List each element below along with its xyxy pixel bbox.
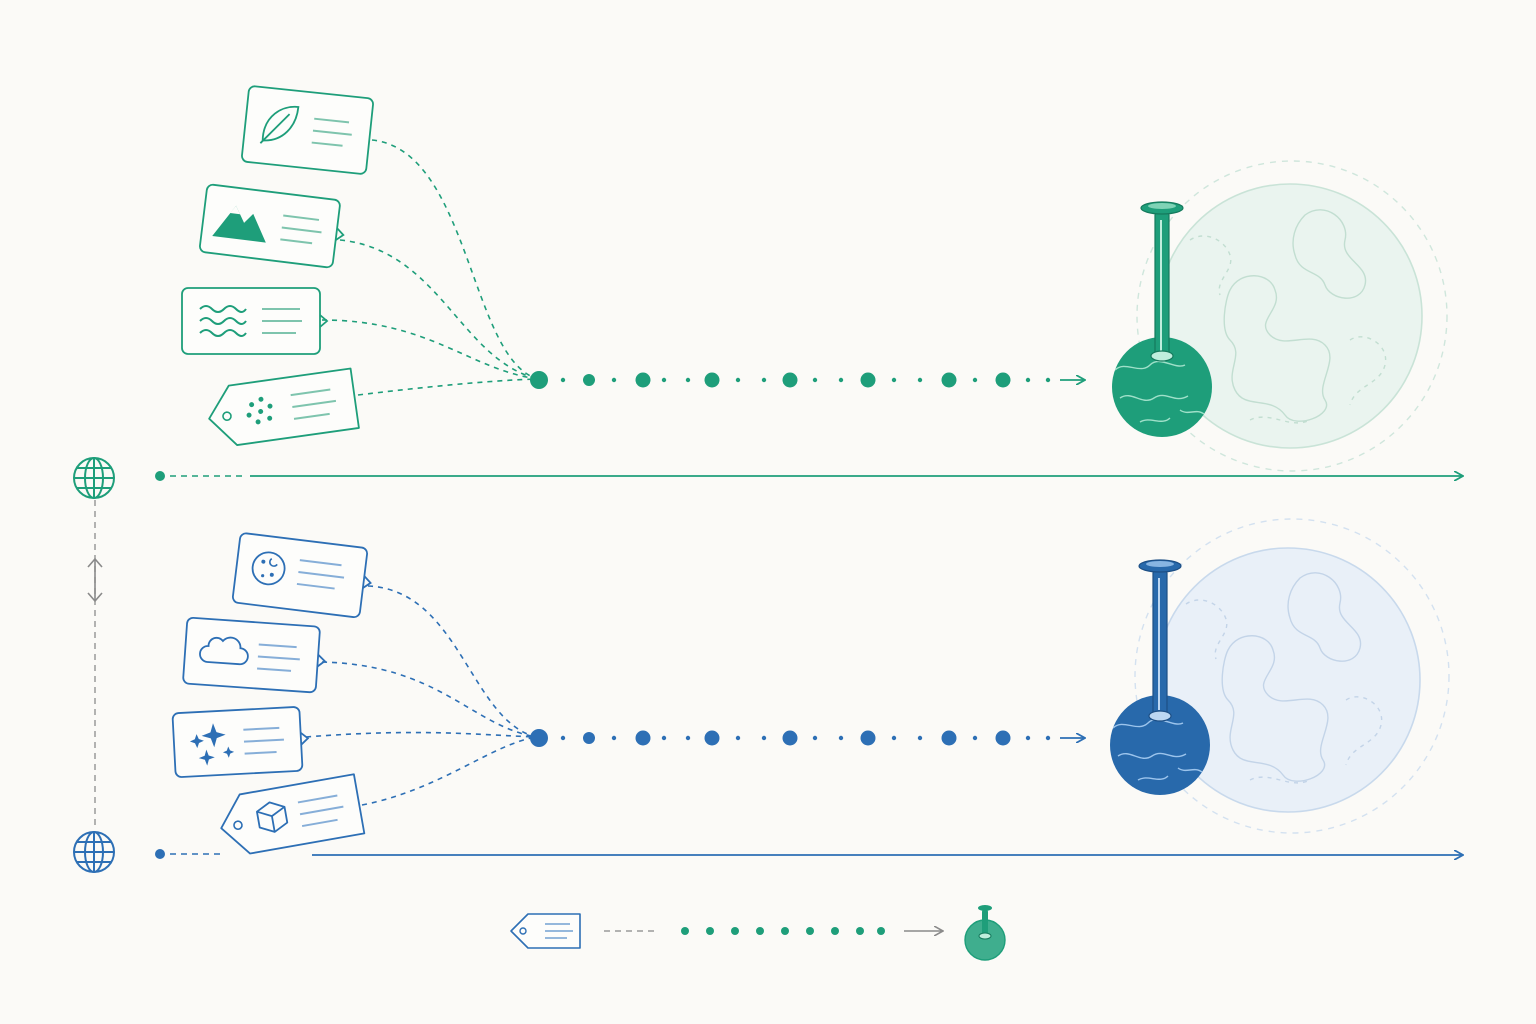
cube-icon	[256, 801, 289, 833]
row-bottom	[73, 518, 1462, 873]
tag-sparkles	[171, 706, 310, 778]
legend-dotted-path	[681, 927, 885, 935]
tag-lines	[290, 388, 337, 420]
row-top	[73, 85, 1462, 499]
tag-cookie	[231, 532, 372, 618]
tag-connectors-bottom	[305, 585, 537, 806]
tag-cube	[220, 773, 366, 855]
tag-connectors-top	[321, 139, 539, 396]
dotted-path-bottom	[530, 729, 1051, 747]
tag-cloud	[182, 616, 327, 694]
timeline-top	[155, 471, 1462, 481]
tag-dots	[208, 367, 360, 446]
tag-lines	[311, 117, 352, 147]
pin-globe-top	[1112, 201, 1212, 437]
pin-globe-bottom	[1110, 559, 1210, 795]
leaf-icon	[259, 105, 300, 144]
mountain-icon	[212, 205, 266, 243]
tag-lines	[296, 559, 345, 590]
tag-lines	[243, 726, 284, 755]
tag-lines	[262, 308, 302, 334]
dots-icon	[246, 396, 273, 425]
pin-icon	[964, 905, 1006, 961]
legend	[510, 905, 1006, 961]
tag-waves	[181, 287, 329, 355]
dotted-path-top	[530, 371, 1051, 389]
waves-icon	[199, 305, 247, 337]
tag-lines	[297, 794, 344, 828]
tag-lines	[257, 643, 300, 672]
tag-leaf	[241, 85, 374, 175]
timeline-bottom	[155, 849, 1462, 859]
vertical-connector	[87, 500, 103, 828]
pale-globe-top	[1136, 160, 1448, 472]
cookie-icon	[251, 551, 286, 586]
tag-lines	[280, 214, 322, 245]
pale-globe-bottom	[1134, 518, 1450, 834]
sparkles-icon	[189, 723, 235, 766]
tag-icon	[510, 913, 581, 949]
globe-icon	[73, 831, 115, 873]
double-arrow-icon	[87, 557, 103, 603]
cloud-icon	[199, 636, 249, 666]
globe-icon	[73, 457, 115, 499]
tag-mountain	[199, 183, 345, 269]
